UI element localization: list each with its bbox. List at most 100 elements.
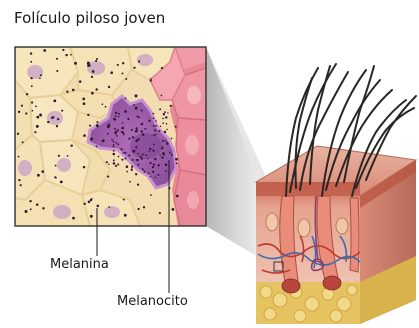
melanin-granule (40, 74, 42, 76)
melanin-granule (57, 118, 59, 120)
melanin-granule (128, 138, 130, 140)
melanin-granule (133, 67, 135, 69)
melanin-granule (150, 78, 152, 80)
melanin-granule (56, 58, 58, 60)
melanin-granule (18, 111, 20, 113)
melanin-granule (58, 155, 60, 157)
melanin-granule (140, 156, 142, 158)
melanin-granule (148, 120, 150, 122)
melanin-granule (166, 123, 168, 125)
melanin-granule (113, 144, 114, 145)
melanin-granule (21, 105, 23, 107)
melanin-granule (82, 98, 85, 101)
melanin-granule (142, 168, 144, 170)
melanin-granule (155, 125, 157, 127)
melanin-granule (152, 171, 154, 173)
melanin-granule (66, 91, 68, 93)
melanin-granule (118, 116, 120, 118)
melanin-granule (39, 78, 41, 80)
melanin-granule (159, 155, 160, 156)
melanin-granule (164, 111, 166, 113)
melanin-granule (142, 153, 144, 155)
melanin-granule (148, 172, 150, 174)
melanin-granule (91, 92, 94, 95)
melanin-granule (35, 106, 37, 108)
melanin-granule (163, 153, 166, 156)
melanin-label: Melanina (50, 257, 109, 272)
melanin-granule (132, 136, 134, 138)
melanin-granule (92, 70, 95, 73)
melanin-granule (150, 80, 152, 82)
melanin-granule (162, 118, 164, 120)
melanin-granule (137, 164, 139, 166)
melanin-granule (115, 119, 117, 121)
melanin-granule (165, 140, 167, 142)
melanin-granule (96, 58, 98, 60)
melanin-granule (135, 107, 138, 110)
melanin-granule (37, 174, 40, 177)
melanin-granule (161, 148, 163, 150)
melanin-granule (175, 158, 178, 161)
melanin-granule (153, 134, 155, 136)
melanin-granule (30, 61, 32, 63)
melanin-granule (123, 152, 125, 154)
melanin-granule (115, 131, 117, 133)
melanin-granule (115, 115, 117, 117)
melanin-granule (118, 113, 120, 115)
melanin-granule (137, 138, 139, 140)
melanin-granule (53, 116, 55, 118)
melanin-granule (153, 125, 155, 127)
melanin-granule (105, 106, 107, 108)
melanin-granule (141, 157, 143, 159)
melanin-granule (167, 112, 168, 113)
melanin-granule (108, 206, 110, 208)
melanin-granule (137, 130, 138, 131)
melanin-granule (176, 162, 178, 164)
melanin-granule (135, 173, 137, 175)
melanin-granule (87, 114, 89, 116)
melanin-granule (157, 174, 159, 176)
melanin-granule (141, 109, 143, 111)
melanin-granule (113, 159, 115, 161)
melanin-granule (42, 207, 44, 209)
melanin-granule (70, 54, 72, 56)
melanin-granule (39, 114, 42, 117)
melanin-granule (88, 200, 91, 203)
melanin-granule (36, 125, 39, 128)
diagram-title: Folículo piloso joven (14, 9, 165, 27)
melanin-granule (150, 194, 152, 196)
melanin-granule (138, 116, 140, 118)
melanin-granule (122, 122, 124, 124)
melanin-granule (124, 110, 127, 113)
melanin-granule (171, 154, 173, 156)
melanin-granule (117, 143, 119, 145)
melanin-granule (60, 181, 63, 184)
melanin-granule (159, 130, 161, 132)
melanin-granule (158, 164, 160, 166)
melanin-granule (164, 131, 166, 133)
melanin-granule (62, 49, 64, 51)
melanin-granule (150, 176, 151, 177)
melanin-granule (74, 62, 77, 65)
melanin-granule (26, 93, 28, 95)
melanin-granule (79, 80, 82, 83)
melanin-granule (25, 112, 27, 114)
melanin-granule (135, 127, 137, 129)
melanin-granule (176, 195, 179, 198)
inset-content (15, 47, 206, 226)
melanin-granule (153, 117, 155, 119)
melanin-granule (143, 206, 145, 208)
melanin-granule (25, 210, 28, 213)
melanin-granule (36, 116, 39, 119)
melanin-granule (149, 162, 151, 164)
melanocyte-label: Melanocito (117, 294, 188, 309)
melanin-granule (91, 198, 93, 200)
melanin-granule (41, 170, 44, 173)
melanin-granule (135, 140, 137, 142)
melanin-granule (102, 139, 105, 142)
melanin-granule (136, 159, 138, 161)
melanin-granule (121, 148, 123, 150)
melanin-granule (117, 64, 119, 66)
melanin-granule (153, 163, 155, 165)
